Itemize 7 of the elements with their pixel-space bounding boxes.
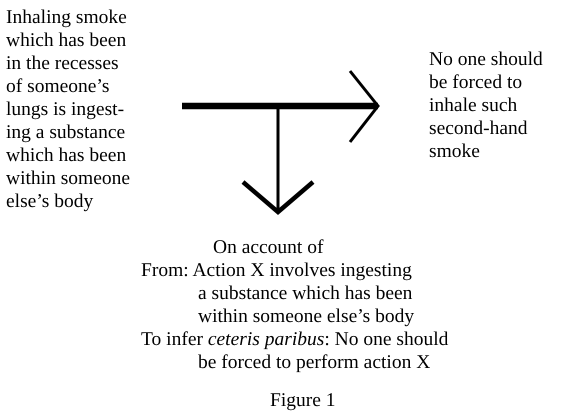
infer-clause-text: To infer ceteris paribus: No one should be forced to perform action X	[141, 328, 450, 374]
arrow	[240, 106, 316, 214]
statement-text: Inhaling smoke which has been in the recesses of someone’s lungs is ingest- ing a substance which has been within someone else’s body	[6, 6, 136, 213]
figure-caption: Figure 1	[270, 389, 336, 412]
conclusion-text: No one should be forced to inhale such second-hand smoke	[429, 48, 551, 163]
arrow	[182, 70, 380, 144]
warrant-heading: On account of	[213, 236, 324, 259]
